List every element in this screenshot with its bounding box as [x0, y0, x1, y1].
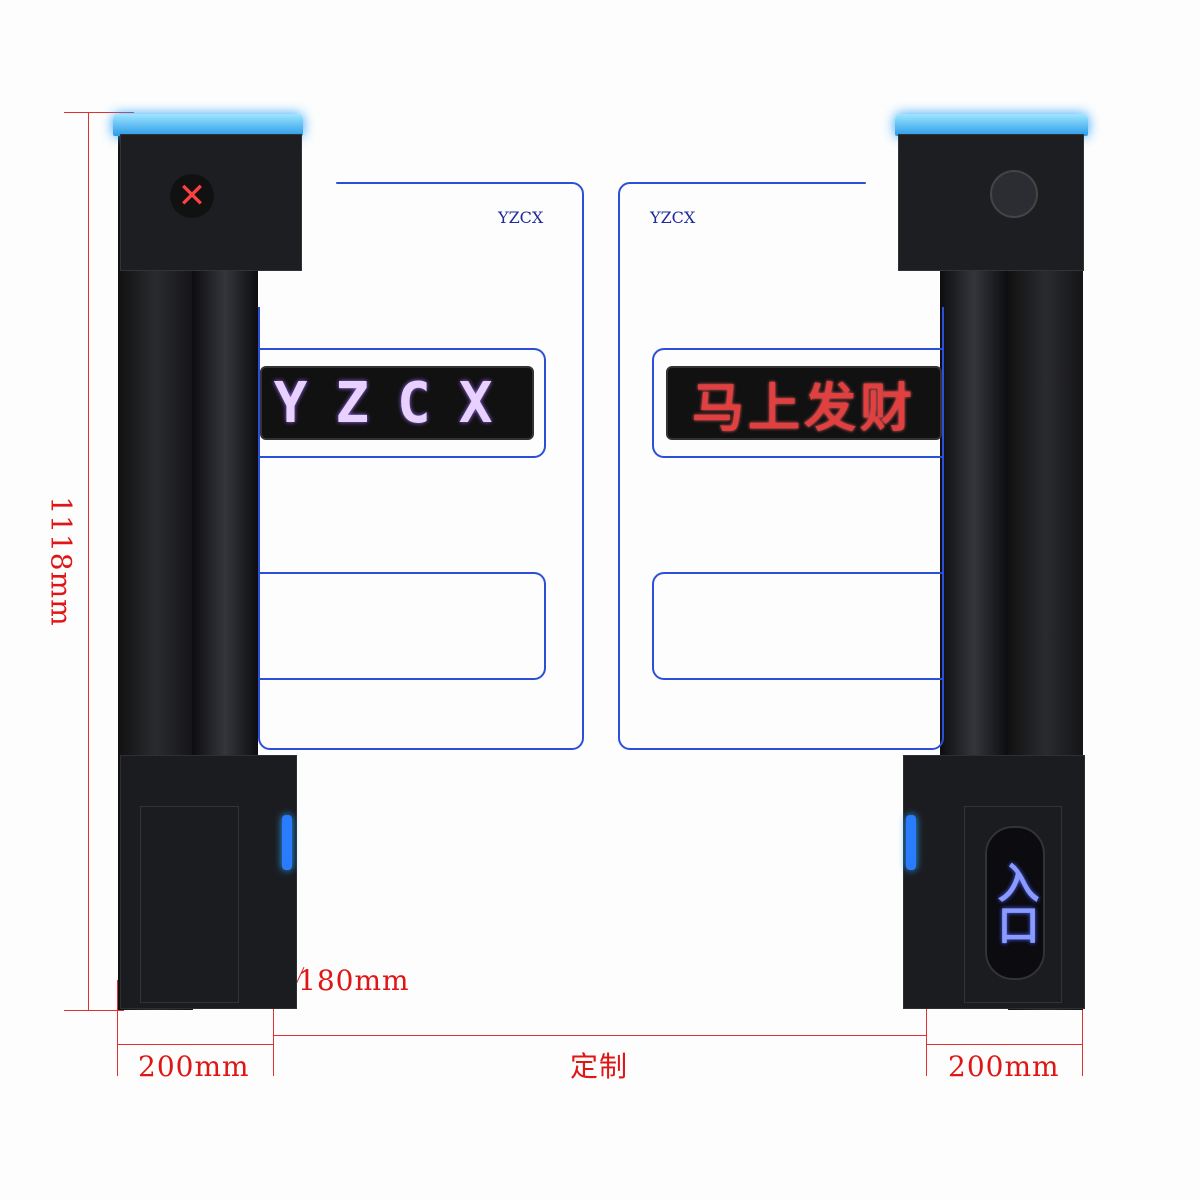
camera-icon	[990, 170, 1038, 218]
height-label: 1118mm	[44, 496, 78, 627]
right-brand: YZCX	[650, 208, 696, 227]
depth-label: 180mm	[298, 964, 410, 997]
left-brand: YZCX	[498, 208, 544, 227]
red-x-icon: ✕	[170, 174, 214, 218]
dim-tick	[117, 980, 118, 1076]
right-swing-panel	[618, 182, 944, 750]
left-swing-panel	[258, 182, 584, 750]
width-left-label: 200mm	[138, 1050, 250, 1083]
dim-line-span	[273, 1035, 926, 1036]
dim-line-height	[88, 112, 89, 1010]
left-led-display: YZCX	[260, 366, 534, 440]
dim-line-top	[64, 112, 134, 113]
sensor-glow	[906, 815, 916, 870]
span-label: 定制	[570, 1050, 629, 1083]
dim-line-width-left	[117, 1044, 273, 1045]
dim-tick	[1082, 980, 1083, 1076]
right-led-display: 马上发财	[666, 366, 942, 440]
width-right-label: 200mm	[948, 1050, 1060, 1083]
dim-line-bottom	[64, 1010, 124, 1011]
dim-tick	[273, 980, 274, 1076]
dim-tick	[926, 980, 927, 1076]
dim-line-width-right	[926, 1044, 1082, 1045]
entrance-sign: 入口	[985, 826, 1045, 980]
sensor-glow	[282, 815, 292, 870]
